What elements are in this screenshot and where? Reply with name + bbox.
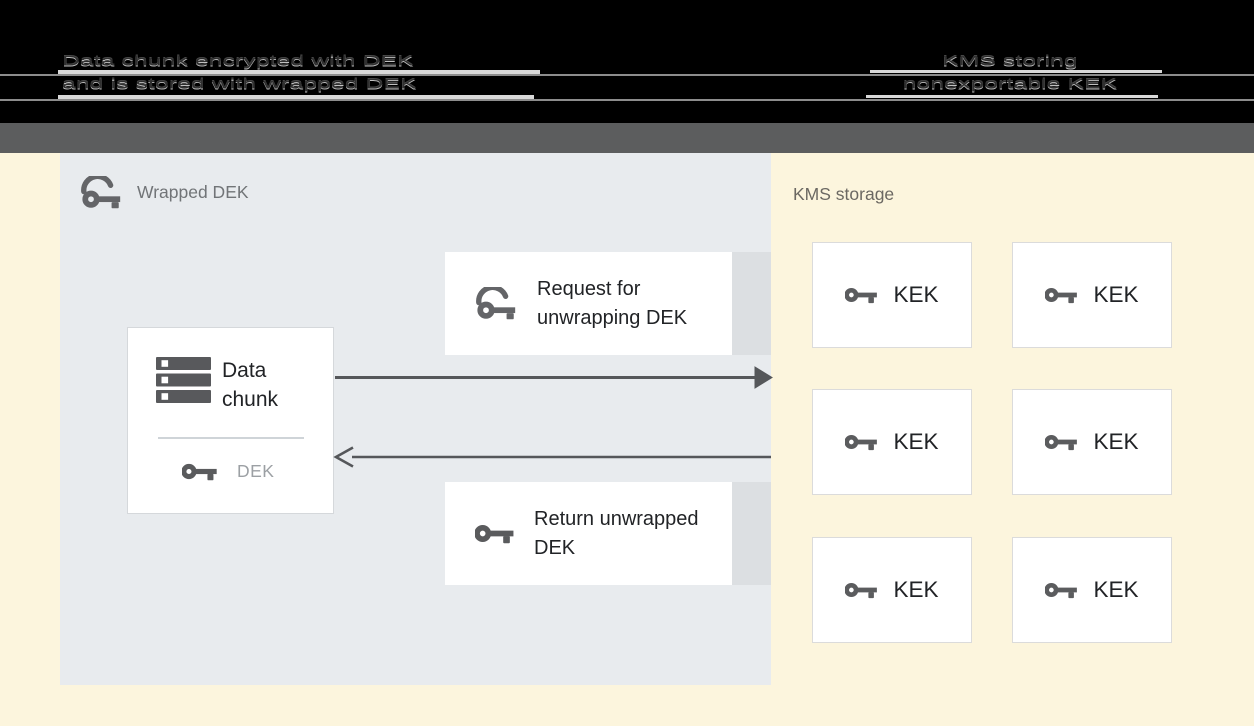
key-icon bbox=[182, 463, 217, 481]
request-unwrap-card: Request for unwrapping DEK bbox=[445, 252, 732, 355]
wrapped-key-icon bbox=[81, 176, 121, 209]
wrapped-dek-header: Wrapped DEK bbox=[80, 176, 249, 209]
header-band: Data chunk encrypted with DEK and is sto… bbox=[0, 0, 1254, 123]
key-icon bbox=[845, 582, 878, 599]
caption-kms: KMS storing nonexportable KEK bbox=[860, 50, 1160, 96]
separator-bar bbox=[0, 123, 1254, 153]
key-icon bbox=[845, 287, 878, 304]
storage-stack-icon bbox=[156, 357, 211, 403]
kek-card: KEK bbox=[812, 537, 972, 643]
key-icon bbox=[845, 434, 878, 451]
kek-card: KEK bbox=[1012, 389, 1172, 495]
key-icon bbox=[1045, 287, 1078, 304]
key-icon bbox=[1045, 582, 1078, 599]
divider bbox=[158, 437, 304, 439]
compression-artifact-line bbox=[58, 95, 534, 99]
request-unwrap-label: Request for unwrapping DEK bbox=[537, 277, 688, 329]
kms-storage-label: KMS storage bbox=[793, 184, 895, 204]
caption-line: nonexportable KEK bbox=[902, 76, 1118, 92]
compression-artifact-line bbox=[866, 95, 1158, 98]
kek-label: KEK bbox=[1093, 429, 1139, 454]
card-edge-strip bbox=[732, 482, 771, 585]
key-icon bbox=[1045, 434, 1078, 451]
data-chunk-card: Data chunk DEK bbox=[127, 327, 334, 514]
card-edge-strip bbox=[732, 252, 771, 355]
compression-artifact-line bbox=[870, 70, 1162, 73]
key-icon bbox=[475, 525, 514, 544]
return-unwrapped-label: Return unwrapped DEK bbox=[534, 507, 699, 559]
return-unwrapped-card: Return unwrapped DEK bbox=[445, 482, 732, 585]
kek-label: KEK bbox=[893, 577, 939, 602]
compression-artifact-line bbox=[0, 99, 1254, 101]
kek-label: KEK bbox=[893, 429, 939, 454]
dek-label: DEK bbox=[237, 461, 275, 481]
kek-card: KEK bbox=[1012, 242, 1172, 348]
wrapped-key-icon bbox=[476, 287, 516, 320]
caption-line: and is stored with wrapped DEK bbox=[62, 76, 417, 92]
caption-line: Data chunk encrypted with DEK bbox=[62, 53, 414, 69]
caption-line: KMS storing bbox=[942, 53, 1078, 69]
data-chunk-label: Data chunk bbox=[222, 359, 279, 411]
wrapped-dek-label: Wrapped DEK bbox=[137, 182, 249, 202]
caption-wrapped-dek: Data chunk encrypted with DEK and is sto… bbox=[62, 50, 417, 96]
kek-card: KEK bbox=[812, 242, 972, 348]
kek-label: KEK bbox=[1093, 577, 1139, 602]
kek-label: KEK bbox=[893, 282, 939, 307]
compression-artifact-line bbox=[0, 74, 1254, 76]
compression-artifact-line bbox=[58, 70, 540, 74]
kek-card: KEK bbox=[1012, 537, 1172, 643]
kek-label: KEK bbox=[1093, 282, 1139, 307]
kek-card: KEK bbox=[812, 389, 972, 495]
